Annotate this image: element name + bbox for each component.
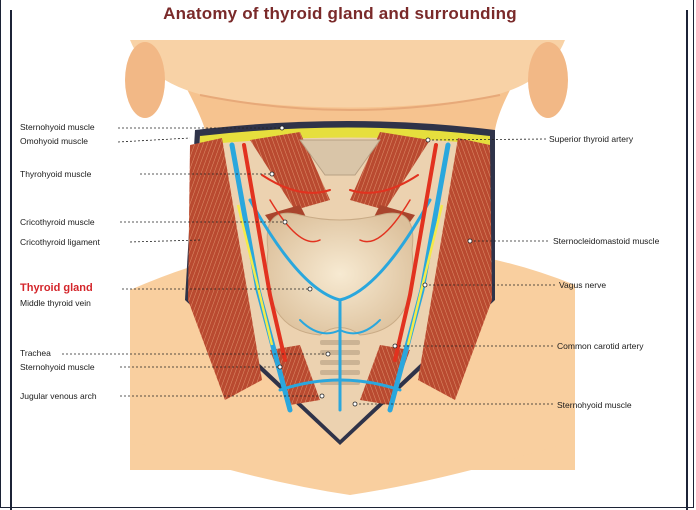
label-trachea: Trachea [20,348,51,358]
label-common-carotid-artery: Common carotid artery [557,341,643,351]
label-thyroid-gland: Thyroid gland [20,282,93,294]
label-omohyoid-muscle: Omohyoid muscle [20,136,88,146]
label-jugular-venous-arch: Jugular venous arch [20,391,97,401]
label-sternocleidomastoid-muscle: Sternocleidomastoid muscle [553,236,663,247]
label-thyrohyoid-muscle: Thyrohyoid muscle [20,169,91,179]
label-cricothyroid-muscle: Cricothyroid muscle [20,217,95,227]
label-vagus-nerve: Vagus nerve [559,280,606,290]
label-superior-thyroid-artery: Superior thyroid artery [549,134,633,144]
label-middle-thyroid-vein: Middle thyroid vein [20,298,91,308]
label-sternohyoid-muscle-lower: Sternohyoid muscle [20,362,95,372]
label-cricothyroid-ligament: Cricothyroid ligament [20,237,100,247]
label-sternohyoid-muscle-upper: Sternohyoid muscle [20,122,95,132]
label-sternohyoid-muscle-right: Sternohyoid muscle [557,400,632,410]
